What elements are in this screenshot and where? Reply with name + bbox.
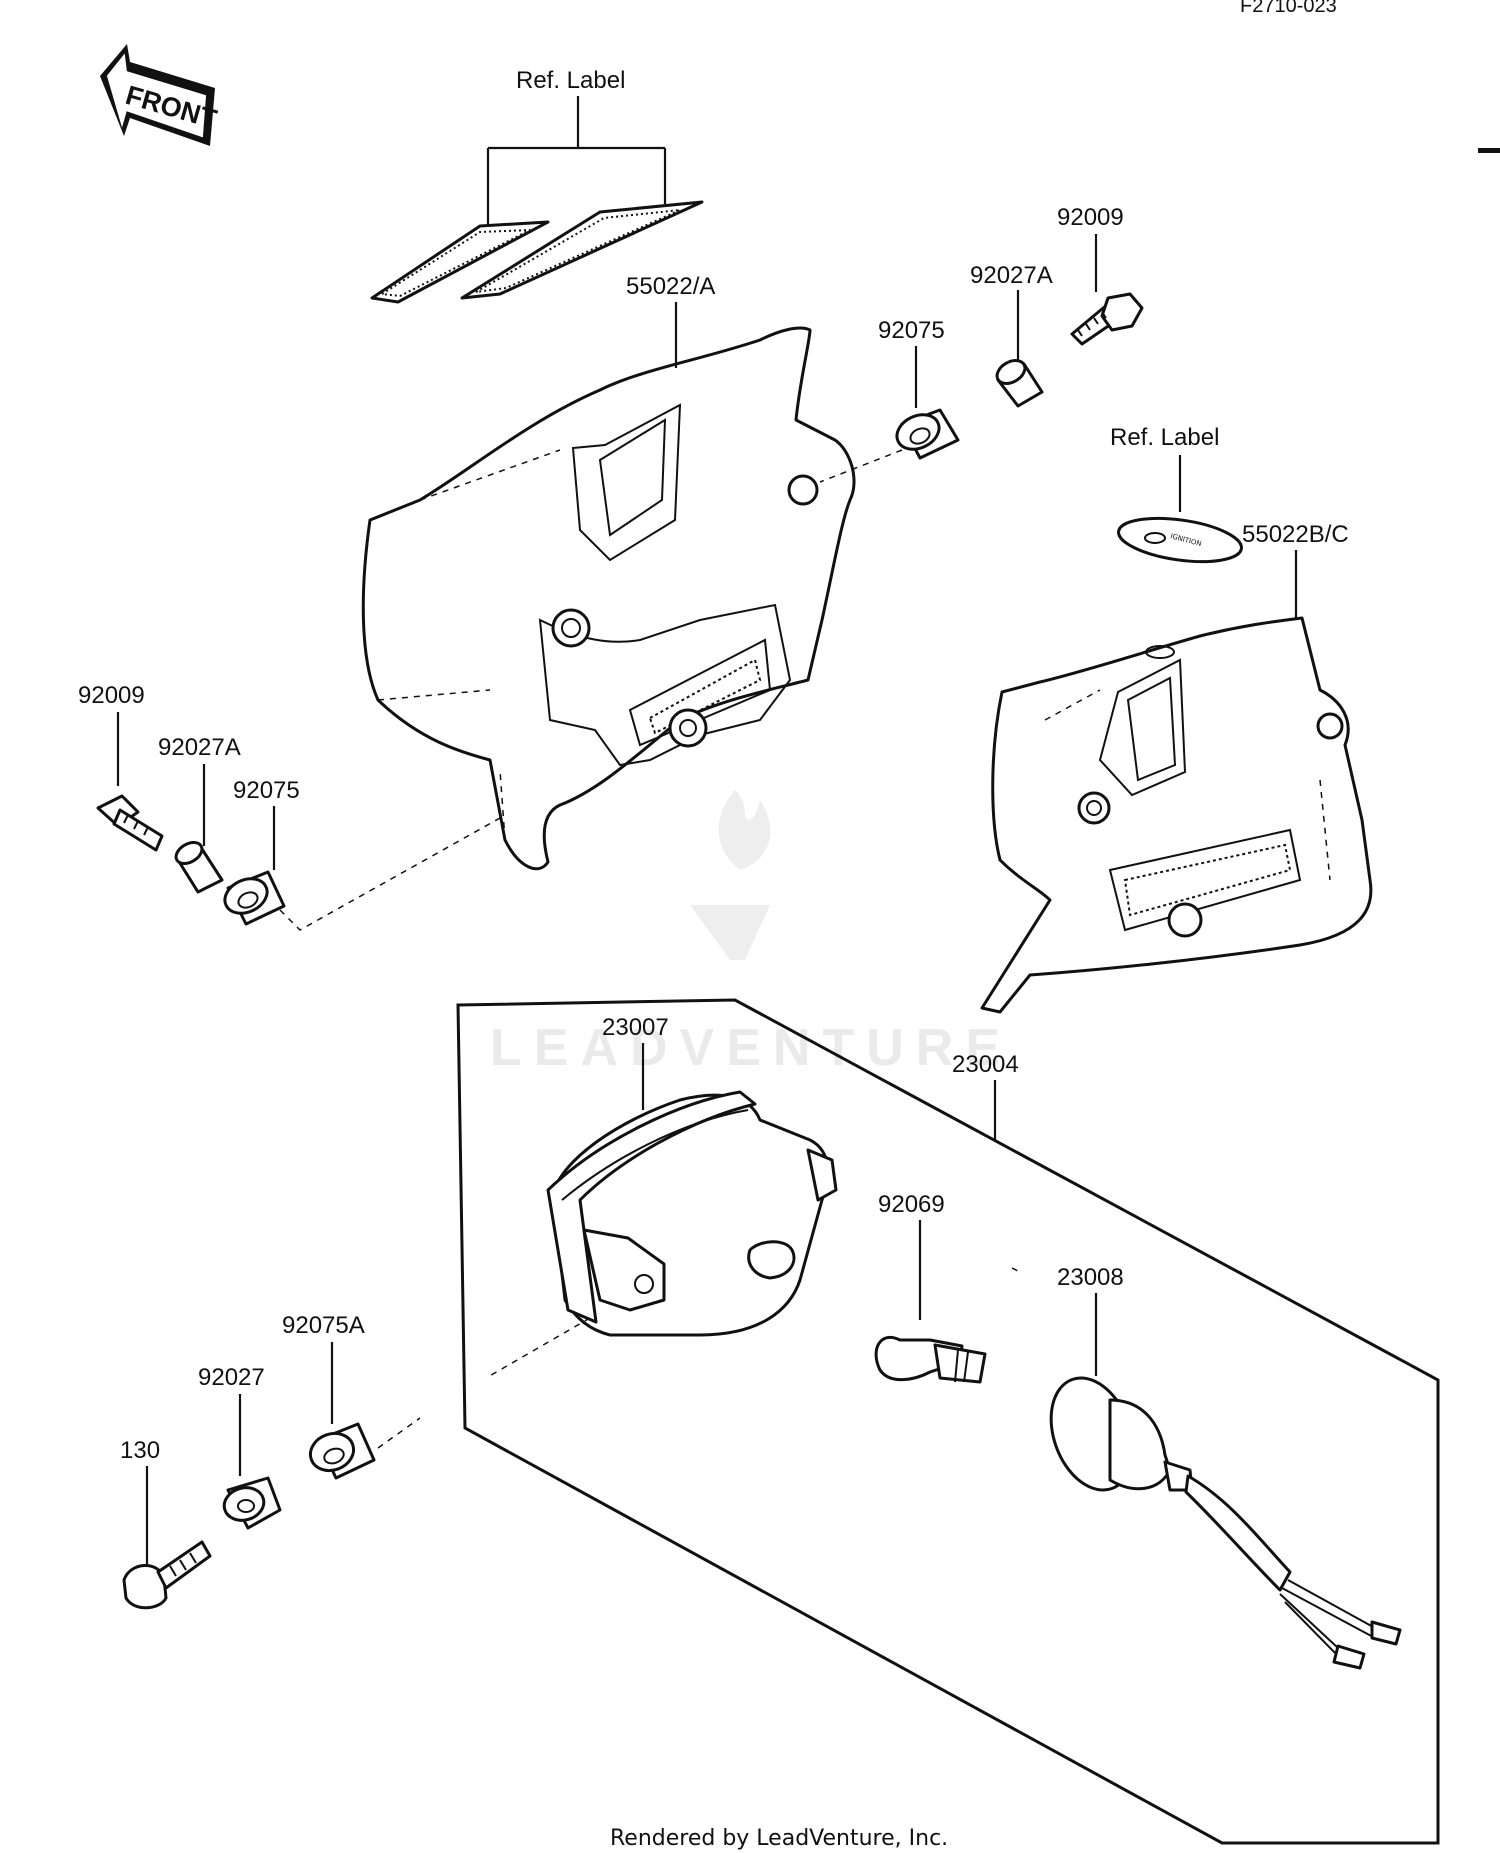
headlight-cover-55022A: [361, 326, 856, 871]
right-upper-hardware: 92009 92027A 92075: [819, 204, 1144, 483]
mount-hole-right: [787, 474, 819, 506]
grommet-92075-right: [895, 408, 960, 460]
collar-92027: [222, 1476, 282, 1530]
ref-label-sticker-1: [370, 220, 550, 304]
headlight-cover-55022BC: [980, 616, 1373, 1014]
headlight-housing-23007: [546, 1090, 838, 1337]
ref-label-top-callout: Ref. Label: [370, 67, 704, 304]
bulb-92069: [874, 1335, 987, 1384]
callout-92069: 92069: [878, 1191, 945, 1218]
edge-mark: [1478, 148, 1500, 153]
bolt-92009-right: [1070, 292, 1144, 346]
callout-92009-right: 92009: [1057, 204, 1124, 231]
bolt-130: [122, 1540, 212, 1610]
footer-credit: Rendered by LeadVenture, Inc.: [610, 1826, 948, 1851]
collar-92027A-right: [995, 359, 1044, 408]
ref-label-right-text: Ref. Label: [1110, 424, 1219, 451]
callout-55022A: 55022/A: [626, 273, 715, 300]
front-direction-arrow: FRONT: [100, 44, 220, 146]
ref-label-ignition-sticker: IGNITION: [1117, 516, 1243, 564]
callout-92075A: 92075A: [282, 1312, 365, 1339]
grommet-92075A: [308, 1422, 376, 1480]
grommet-92075-left: [223, 870, 286, 926]
headlight-assembly-box-23004: [456, 998, 1440, 1845]
watermark-text: LEADVENTURE: [490, 1019, 1012, 1077]
callout-92075-right: 92075: [878, 317, 945, 344]
callout-92027A-right: 92027A: [970, 262, 1053, 289]
callout-92009-left: 92009: [78, 682, 145, 709]
left-hardware: 92009 92027A 92075: [78, 682, 501, 931]
callout-92027A-left: 92027A: [158, 734, 241, 761]
mount-hole-left: [551, 608, 591, 648]
collar-92027A-left: [174, 841, 224, 894]
leadventure-watermark: LEADVENTURE: [490, 790, 1012, 1077]
mount-hole-rear: [1316, 712, 1344, 740]
callout-130: 130: [120, 1437, 160, 1464]
ref-label-top-text: Ref. Label: [516, 67, 625, 94]
callout-92075-left: 92075: [233, 777, 300, 804]
mount-hole-front: [1077, 791, 1111, 825]
lower-left-hardware: 92075A 92027 130: [120, 1312, 421, 1610]
callout-23008: 23008: [1057, 1264, 1124, 1291]
diagram-code: F2710-023: [1240, 0, 1337, 17]
callout-23004: 23004: [952, 1051, 1019, 1078]
mount-hole-bottom: [668, 708, 708, 748]
mount-hole-lower: [1167, 902, 1203, 938]
v-logo-icon: [690, 905, 770, 960]
callout-92027: 92027: [198, 1364, 265, 1391]
callout-23007: 23007: [602, 1014, 669, 1041]
flame-icon: [718, 790, 771, 870]
bolt-92009-left: [96, 794, 164, 852]
callout-55022BC: 55022B/C: [1242, 521, 1349, 548]
socket-harness-23008: [1049, 1376, 1402, 1670]
